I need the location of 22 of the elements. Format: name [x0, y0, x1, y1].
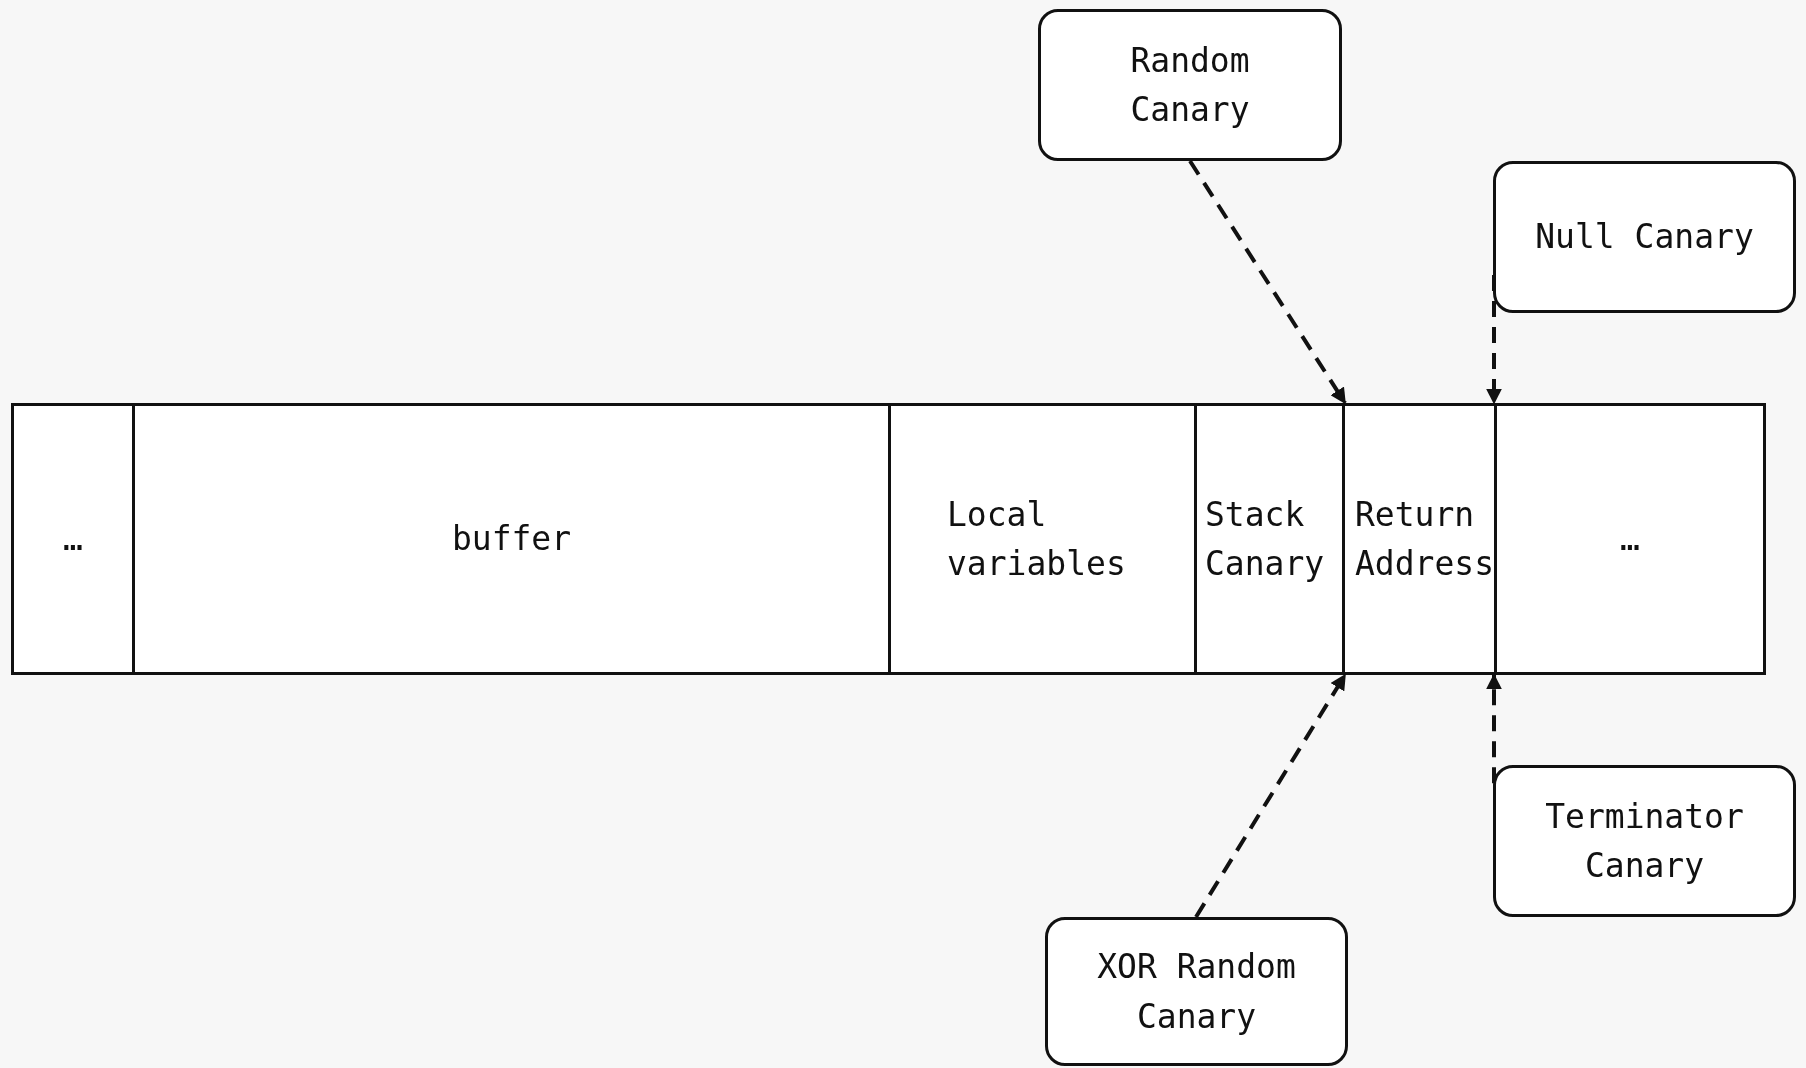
- node-label: Null Canary: [1535, 216, 1754, 259]
- callout-box: [1038, 9, 1342, 161]
- callout-box: [1493, 161, 1796, 313]
- callout-box: [1493, 765, 1796, 917]
- memory-cell: [1194, 403, 1345, 675]
- memory-cell: [888, 403, 1197, 675]
- node-label: Return Address: [1355, 493, 1495, 585]
- node-label: Random Canary: [1129, 39, 1251, 131]
- callout-box: [1045, 917, 1348, 1066]
- memory-cell: [1494, 403, 1766, 675]
- node-label: …: [63, 518, 83, 561]
- node-label: …: [1620, 518, 1640, 561]
- node-label: buffer: [451, 518, 572, 561]
- node-label: XOR Random Canary: [1096, 946, 1297, 1038]
- dashed-arrow: [1194, 673, 1347, 919]
- memory-cell: [1342, 403, 1497, 675]
- dashed-arrow: [1188, 159, 1347, 405]
- node-label: Local variables: [947, 493, 1127, 585]
- memory-cell: [11, 403, 135, 675]
- node-label: Stack Canary: [1205, 493, 1326, 585]
- memory-cell: [132, 403, 891, 675]
- node-label: Terminator Canary: [1544, 795, 1745, 887]
